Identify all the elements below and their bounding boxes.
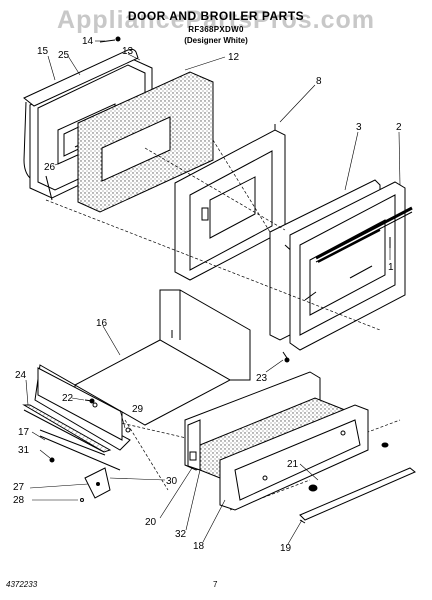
callout-21: 21 bbox=[287, 459, 299, 470]
callout-13: 13 bbox=[122, 46, 134, 57]
callout-19: 19 bbox=[280, 543, 292, 554]
callout-26: 26 bbox=[44, 162, 56, 173]
callout-2: 2 bbox=[396, 122, 402, 133]
callout-31: 31 bbox=[18, 445, 30, 456]
leader-lines bbox=[25, 40, 401, 545]
callout-20: 20 bbox=[145, 517, 157, 528]
broiler-drawer bbox=[34, 289, 251, 451]
callout-29: 29 bbox=[132, 404, 144, 415]
callouts: 15 14 13 12 25 26 8 3 2 1 16 24 23 22 29… bbox=[13, 36, 402, 554]
callout-28: 28 bbox=[13, 495, 25, 506]
callout-25: 25 bbox=[58, 50, 70, 61]
callout-32: 32 bbox=[175, 529, 187, 540]
screws bbox=[49, 351, 290, 502]
callout-14: 14 bbox=[82, 36, 94, 47]
model-number: RF368PXDW0 bbox=[188, 25, 244, 34]
color-variant: (Designer White) bbox=[184, 36, 248, 45]
callout-22: 22 bbox=[62, 393, 74, 404]
screw-clip bbox=[99, 36, 121, 43]
callout-27: 27 bbox=[13, 482, 25, 493]
callout-24: 24 bbox=[15, 370, 27, 381]
callout-23: 23 bbox=[256, 373, 268, 384]
page-number: 7 bbox=[213, 580, 218, 589]
callout-30: 30 bbox=[166, 476, 178, 487]
callout-3: 3 bbox=[356, 122, 362, 133]
callout-12: 12 bbox=[228, 52, 240, 63]
outer-door bbox=[289, 181, 406, 351]
callout-1: 1 bbox=[388, 262, 394, 273]
callout-8: 8 bbox=[316, 76, 322, 87]
callout-15: 15 bbox=[37, 46, 49, 57]
bottom-trim bbox=[299, 467, 416, 521]
callout-17: 17 bbox=[18, 427, 30, 438]
drawer-outer-panel bbox=[219, 404, 389, 511]
door-handle bbox=[315, 206, 413, 263]
watermark: AppliancePartsPros.com bbox=[57, 6, 375, 34]
document-code: 4372233 bbox=[6, 580, 38, 589]
callout-16: 16 bbox=[96, 318, 108, 329]
door-gasket bbox=[23, 48, 139, 107]
diagram-title: DOOR AND BROILER PARTS bbox=[127, 9, 305, 23]
callout-18: 18 bbox=[193, 541, 205, 552]
